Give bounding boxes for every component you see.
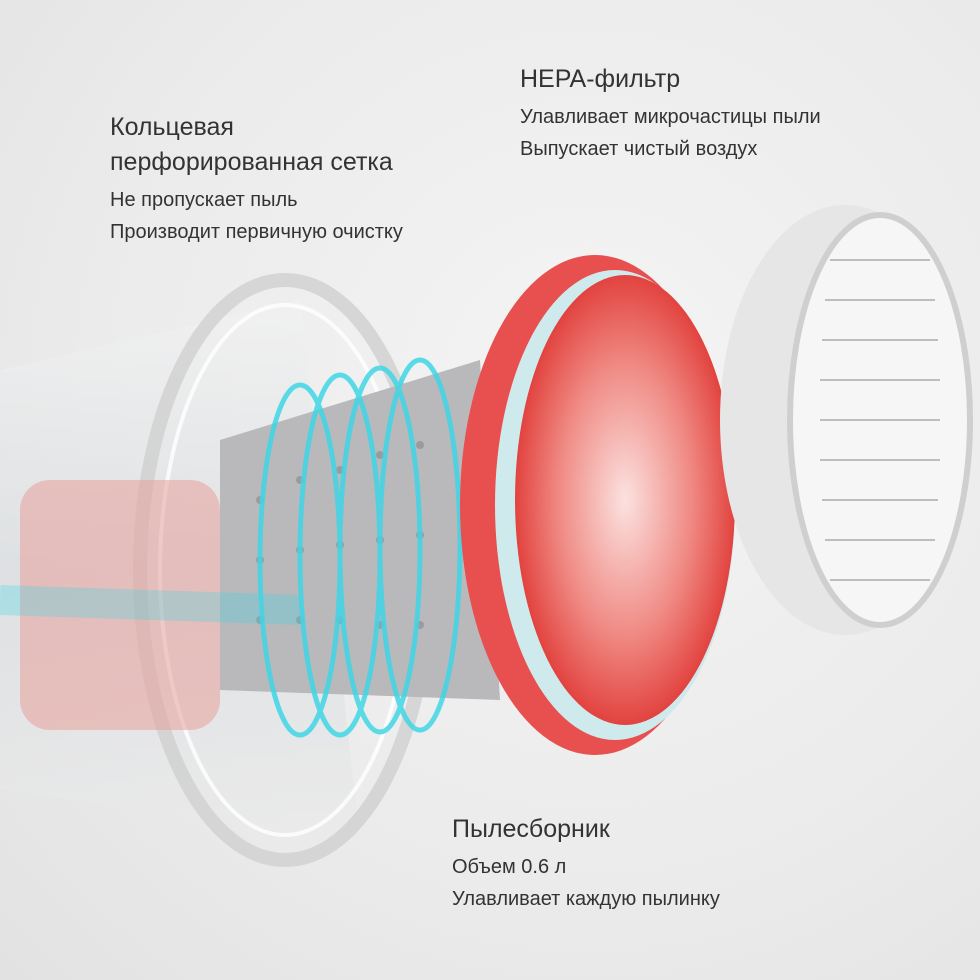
hepa-title: HEPA-фильтр <box>520 65 681 93</box>
dustbin-feature-2: Улавливает каждую пылинку <box>452 888 720 910</box>
red-filter-housing <box>460 255 735 755</box>
hepa-feature-2: Выпускает чистый воздух <box>520 138 758 160</box>
dustbin-callout: Пылесборник Объем 0.6 л Улавливает кажду… <box>452 812 720 915</box>
airflow-rings <box>0 357 463 738</box>
mesh-feature-1: Не пропускает пыль <box>110 189 298 211</box>
hepa-callout: HEPA-фильтр Улавливает микрочастицы пыли… <box>520 62 821 165</box>
hepa-feature-1: Улавливает микрочастицы пыли <box>520 106 821 128</box>
dustbin-feature-1: Объем 0.6 л <box>452 856 567 878</box>
mesh-title-line-1: Кольцевая <box>110 113 234 141</box>
hepa-filter <box>720 205 973 635</box>
mesh-feature-2: Производит первичную очистку <box>110 221 403 243</box>
mesh-callout: Кольцевая перфорированная сетка Не пропу… <box>110 110 403 248</box>
mesh-title-line-2: перфорированная сетка <box>110 148 393 176</box>
dustbin-title: Пылесборник <box>452 815 610 843</box>
